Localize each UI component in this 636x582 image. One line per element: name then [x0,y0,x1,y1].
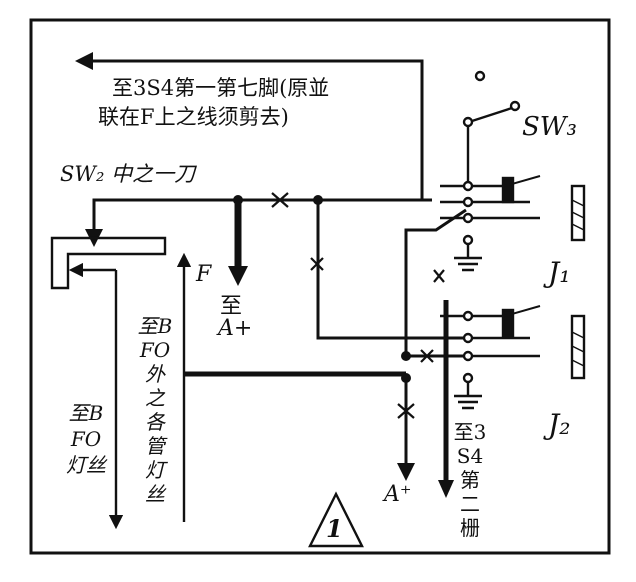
jack-j2 [440,305,586,410]
jack-j1 [440,175,586,272]
label-to-a-plus: 至 [220,294,243,319]
note-line-1: 至3S4第一第七脚(原並 [112,76,330,100]
junction-dots [233,195,411,383]
wire-to-3s4-pin1-pin7 [75,52,424,200]
figure-number-triangle [308,491,364,548]
figure-border [29,18,611,555]
label-sw2: SW₂ 中之一刀 [60,162,196,186]
arrow-to-a-plus [228,266,248,286]
label-f: F [196,262,212,287]
switch-sw3 [462,70,521,186]
label-a-plus: A+ [218,316,253,341]
bfo-filament-bracket [50,236,167,530]
note-line-2: 联在F上之线须剪去) [98,105,289,129]
label-j2: J₂ [548,408,571,441]
label-3s4-screen: 至3S4第二栅 [453,420,487,540]
label-sw3: SW₃ [522,112,577,142]
label-bfo-filament: 至BFO灯丝 [66,401,106,477]
label-bfo-outer-filaments: 至BFO外之各管灯丝 [137,314,173,506]
figure-number: 1 [326,514,343,543]
wire-cut-marks [271,192,445,419]
wire-junction-to-j2 [316,200,466,340]
label-a-plus-2: A⁺ [384,482,412,507]
label-j1: J₁ [548,256,571,289]
arrow-to-3s4-screen [438,480,454,498]
wire-sw2-bus [85,198,432,247]
